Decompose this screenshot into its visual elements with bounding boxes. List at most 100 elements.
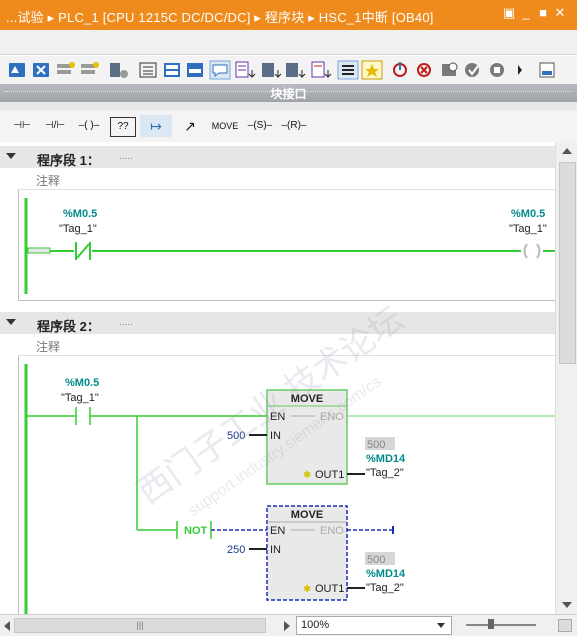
no-contact-instruction[interactable]: ⊣⊢ <box>13 120 31 131</box>
move-1-out-address[interactable]: %MD14 <box>366 453 406 465</box>
not-label: NOT <box>184 525 208 537</box>
splitter-gap <box>0 102 577 110</box>
contact-tag-name[interactable]: "Tag_1" <box>59 223 97 235</box>
move-2-out-label: OUT1 <box>315 583 344 595</box>
maximize-icon[interactable]: ■ <box>539 5 547 20</box>
block-interface-label: 块接口 <box>270 87 307 101</box>
move-1-out-tag[interactable]: "Tag_2" <box>366 467 404 479</box>
move-2-out-tag[interactable]: "Tag_2" <box>366 582 404 594</box>
symbolic-address-icon[interactable] <box>262 63 282 78</box>
coil-instruction[interactable]: –( )– <box>78 120 100 131</box>
no-contact[interactable] <box>75 407 91 425</box>
close-icon[interactable]: ✕ <box>554 5 566 20</box>
network-1-header[interactable]: 程序段 1： ..... <box>0 146 555 168</box>
network-1-comment-text: 注释 <box>36 174 61 188</box>
move-2-out-address[interactable]: %MD14 <box>366 568 406 580</box>
scroll-up-icon[interactable] <box>562 148 572 154</box>
scroll-right-icon[interactable] <box>284 621 290 631</box>
insert-network-icon[interactable] <box>9 63 25 77</box>
h-scroll-thumb[interactable]: ||| <box>14 618 266 633</box>
out-star-icon: ✱ <box>303 470 311 481</box>
move-instruction[interactable]: MOVE <box>211 121 239 131</box>
contact-address[interactable]: %M0.5 <box>63 208 97 220</box>
download-icon[interactable] <box>465 63 479 77</box>
contact-tag-name[interactable]: "Tag_1" <box>61 392 99 404</box>
split-view-icon[interactable] <box>558 619 572 632</box>
compare-icon[interactable] <box>442 62 458 76</box>
nc-contact-instruction[interactable]: ⊣/⊢ <box>44 120 66 131</box>
restore-icon[interactable]: ▣ <box>502 5 516 20</box>
scroll-left-icon[interactable] <box>4 621 10 631</box>
network-1-title: 程序段 1： <box>37 153 100 168</box>
network-2-dots[interactable]: ..... <box>119 317 133 328</box>
collapse-triangle-icon[interactable] <box>6 153 16 159</box>
coil-address[interactable]: %M0.5 <box>511 208 545 220</box>
breadcrumb-title: ...试验 ▸ PLC_1 [CPU 1215C DC/DC/DC] ▸ 程序块… <box>6 10 434 25</box>
network-2-comment[interactable]: 注释 <box>18 335 555 356</box>
reset-coil-instruction[interactable]: –(R)– <box>281 120 307 131</box>
move-1-out-label: OUT1 <box>315 469 344 481</box>
zoom-slider-track[interactable] <box>466 624 536 626</box>
move-box-1[interactable] <box>266 389 348 485</box>
out-star-icon: ✱ <box>303 584 311 595</box>
insert-row-icon[interactable] <box>57 62 75 74</box>
monitor-stop-icon[interactable] <box>417 63 431 77</box>
move-1-value-box <box>365 437 395 450</box>
vertical-scrollbar[interactable] <box>555 142 577 614</box>
network-2-header[interactable]: 程序段 2： ..... <box>0 312 555 334</box>
block-interface-bar[interactable]: 块接口 <box>0 84 577 102</box>
network-1-dots[interactable]: ..... <box>119 151 133 162</box>
comments-icon[interactable] <box>209 60 231 80</box>
tag-info-icon[interactable] <box>311 61 332 78</box>
open-branch-instruction[interactable]: ↦ <box>140 115 172 137</box>
move-1-title: MOVE <box>291 393 323 405</box>
zoom-select[interactable]: 100% <box>296 616 452 635</box>
coil[interactable] <box>523 243 541 259</box>
call-environment-icon[interactable] <box>539 62 555 78</box>
splitter-handle[interactable] <box>4 91 572 94</box>
favorites-icon[interactable] <box>361 60 383 80</box>
absolute-address-icon[interactable] <box>235 61 256 78</box>
collapse-triangle-icon[interactable] <box>6 319 16 325</box>
delete-network-icon[interactable] <box>33 63 49 77</box>
toolbar-icons <box>9 60 555 80</box>
expand-all-icon[interactable] <box>139 62 157 78</box>
move-box-2[interactable] <box>266 505 348 601</box>
editor-title-bar: ...试验 ▸ PLC_1 [CPU 1215C DC/DC/DC] ▸ 程序块… <box>0 0 577 30</box>
minimize-icon[interactable]: _ <box>522 5 530 20</box>
more-chevron-icon[interactable] <box>518 65 522 75</box>
open-all-icon[interactable] <box>110 63 128 78</box>
move-1-in-value[interactable]: 500 <box>227 430 245 442</box>
move-2-in-label: IN <box>270 544 281 556</box>
append-row-icon[interactable] <box>81 62 99 74</box>
empty-box-instruction[interactable]: ?? <box>110 117 136 137</box>
move-1-out-value: 500 <box>367 439 385 451</box>
contact-address[interactable]: %M0.5 <box>65 377 99 389</box>
network-2-body[interactable]: %M0.5 "Tag_1" MOVE EN ENO IN 500 ✱ OUT1 … <box>18 356 555 614</box>
coil-tag-name[interactable]: "Tag_1" <box>509 223 547 235</box>
rung-start-marker <box>27 247 51 254</box>
collapse-all-icon[interactable] <box>164 63 180 77</box>
upload-icon[interactable] <box>490 63 504 77</box>
ladder-editor[interactable]: 程序段 1： ..... 注释 %M0.5 "Tag_1" %M0.5 "Tag… <box>0 142 555 614</box>
zoom-slider-thumb[interactable] <box>488 619 494 629</box>
set-coil-instruction[interactable]: –(S)– <box>247 120 273 131</box>
move-2-en: EN <box>270 525 285 537</box>
move-1-en: EN <box>270 411 285 423</box>
network-1-body[interactable]: %M0.5 "Tag_1" %M0.5 "Tag_1" <box>18 190 555 301</box>
network-view-icon[interactable] <box>187 63 203 77</box>
nc-contact[interactable] <box>75 242 91 260</box>
scroll-thumb[interactable] <box>559 162 576 364</box>
chevron-down-icon[interactable] <box>437 623 445 628</box>
network-2-title: 程序段 2： <box>37 319 100 334</box>
operand-display-icon[interactable] <box>286 63 306 78</box>
move-1-eno: ENO <box>320 411 344 423</box>
move-2-out-value: 500 <box>367 554 385 566</box>
close-branch-instruction[interactable]: ↗ <box>184 118 196 134</box>
network-1-comment[interactable]: 注释 <box>18 169 555 190</box>
list-view-icon[interactable] <box>337 60 359 80</box>
scroll-down-icon[interactable] <box>562 602 572 608</box>
move-2-value-box <box>365 552 395 565</box>
move-2-in-value[interactable]: 250 <box>227 544 245 556</box>
monitor-on-icon[interactable] <box>393 62 407 77</box>
